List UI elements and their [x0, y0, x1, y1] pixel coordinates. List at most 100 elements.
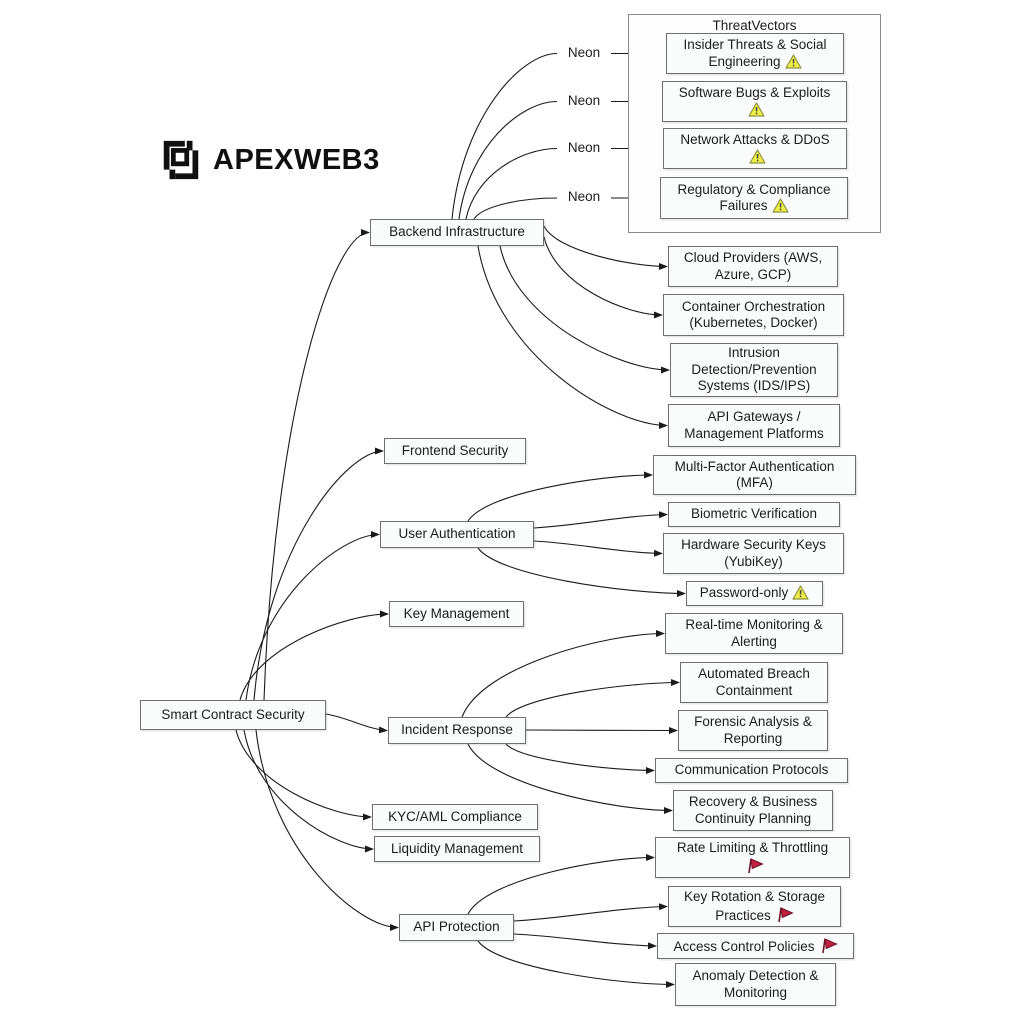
edge-incident-forensic: [525, 726, 678, 734]
node-label: Automated Breach Containment: [698, 666, 810, 698]
node-forensic: Forensic Analysis & Reporting: [678, 710, 828, 751]
node-biometric: Biometric Verification: [668, 502, 840, 527]
edge-label-neon: Neon: [559, 91, 609, 110]
edge-backend-container: [543, 236, 663, 319]
edge-smart-kyc: [235, 729, 372, 821]
edge-incident-recovery: [467, 743, 673, 814]
node-label: Frontend Security: [401, 442, 509, 458]
node-label: Insider Threats & Social Engineering: [683, 37, 827, 69]
node-tv2: Software Bugs & Exploits: [662, 81, 847, 122]
node-tv1: Insider Threats & Social Engineering: [666, 33, 844, 74]
node-apiprot: API Protection: [399, 914, 514, 941]
node-label: Software Bugs & Exploits: [678, 85, 831, 101]
node-anomaly: Anomaly Detection & Monitoring: [675, 963, 836, 1006]
edge-userauth-biometric: [533, 511, 668, 529]
node-label: User Authentication: [398, 526, 516, 542]
node-smart: Smart Contract Security: [140, 700, 326, 730]
node-label: Password-only: [699, 585, 789, 601]
node-label: Incident Response: [401, 722, 513, 738]
edge-backend-ids: [499, 245, 670, 374]
edge-label-neon: Neon: [559, 43, 609, 62]
edge-smart-incident: [325, 713, 388, 734]
node-label: Smart Contract Security: [161, 706, 305, 722]
edge-smart-frontend: [253, 447, 384, 701]
edge-smart-keymgmt: [239, 610, 389, 701]
flag-icon: [748, 857, 764, 873]
edge-apiprot-access: [513, 933, 657, 950]
warning-icon: [792, 585, 809, 600]
edge-backend-tv2: [458, 100, 558, 220]
node-label: KYC/AML Compliance: [388, 808, 522, 824]
edge-userauth-hardware: [533, 540, 663, 557]
node-label: Backend Infrastructure: [389, 224, 525, 240]
edge-apiprot-rate: [467, 854, 655, 915]
edge-smart-backend: [263, 229, 370, 701]
node-label: Key Rotation & Storage Practices: [683, 889, 826, 923]
node-breach: Automated Breach Containment: [680, 662, 828, 703]
node-label: Forensic Analysis & Reporting: [694, 714, 812, 746]
node-label: Real-time Monitoring & Alerting: [685, 617, 823, 649]
node-label: Biometric Verification: [690, 506, 818, 522]
flag-icon: [821, 937, 838, 953]
warning-icon: [771, 198, 789, 213]
node-keyrot: Key Rotation & Storage Practices: [668, 886, 841, 927]
node-label: Communication Protocols: [674, 762, 829, 778]
node-ids: Intrusion Detection/Prevention Systems (…: [670, 343, 838, 397]
node-realtime: Real-time Monitoring & Alerting: [665, 613, 843, 654]
node-kyc: KYC/AML Compliance: [372, 804, 538, 830]
edge-smart-liquidity: [243, 729, 374, 853]
node-apigw: API Gateways / Management Platforms: [668, 404, 840, 447]
edge-smart-userauth: [245, 531, 380, 701]
node-cloud: Cloud Providers (AWS, Azure, GCP): [668, 246, 838, 287]
node-pwdonly: Password-only: [686, 581, 823, 606]
node-comm: Communication Protocols: [655, 758, 848, 783]
edge-backend-tv1: [451, 52, 558, 220]
node-label: Anomaly Detection & Monitoring: [692, 968, 819, 1000]
node-liquidity: Liquidity Management: [374, 836, 540, 862]
node-tv3: Network Attacks & DDoS: [663, 128, 847, 169]
node-label: Recovery & Business Continuity Planning: [688, 794, 818, 826]
warning-icon: [784, 53, 802, 69]
warning-icon: [748, 148, 766, 164]
logo-icon: [163, 140, 199, 180]
node-label: Intrusion Detection/Prevention Systems (…: [691, 345, 817, 394]
edge-label-neon: Neon: [559, 138, 609, 157]
node-label: Container Orchestration (Kubernetes, Doc…: [681, 298, 826, 330]
edge-backend-apigw: [477, 245, 668, 429]
logo: APEXWEB3: [158, 136, 380, 184]
cluster-title: ThreatVectors: [712, 18, 797, 33]
node-rate: Rate Limiting & Throttling: [655, 837, 850, 878]
node-tv4: Regulatory & Compliance Failures: [660, 177, 848, 219]
node-label: Rate Limiting & Throttling: [676, 840, 829, 856]
node-label: API Protection: [413, 919, 500, 935]
edge-incident-comm: [505, 743, 655, 774]
node-recovery: Recovery & Business Continuity Planning: [673, 790, 833, 831]
edge-smart-apiprot: [255, 729, 399, 931]
node-container: Container Orchestration (Kubernetes, Doc…: [663, 294, 844, 336]
node-label: Access Control Policies: [673, 938, 815, 954]
node-label: Liquidity Management: [390, 840, 524, 856]
flag-icon: [777, 906, 794, 922]
edge-userauth-pwdonly: [477, 547, 686, 597]
edge-apiprot-anomaly: [477, 940, 675, 988]
node-label: Network Attacks & DDoS: [680, 132, 830, 148]
edge-backend-cloud: [543, 225, 668, 270]
node-label: Cloud Providers (AWS, Azure, GCP): [683, 250, 823, 282]
node-hardware: Hardware Security Keys (YubiKey): [663, 533, 844, 574]
edge-backend-tv4: [473, 197, 558, 220]
warning-icon: [748, 101, 765, 117]
node-label: Hardware Security Keys (YubiKey): [681, 537, 826, 569]
node-backend: Backend Infrastructure: [370, 219, 544, 246]
node-label: Key Management: [403, 605, 510, 621]
edge-userauth-mfa: [467, 471, 653, 522]
logo-text: APEXWEB3: [213, 143, 380, 176]
node-label: Regulatory & Compliance Failures: [677, 181, 831, 213]
node-frontend: Frontend Security: [384, 438, 526, 464]
edge-backend-tv3: [465, 147, 558, 220]
node-mfa: Multi-Factor Authentication (MFA): [653, 455, 856, 495]
edge-apiprot-keyrot: [513, 903, 668, 922]
node-label: Multi-Factor Authentication (MFA): [674, 458, 835, 490]
